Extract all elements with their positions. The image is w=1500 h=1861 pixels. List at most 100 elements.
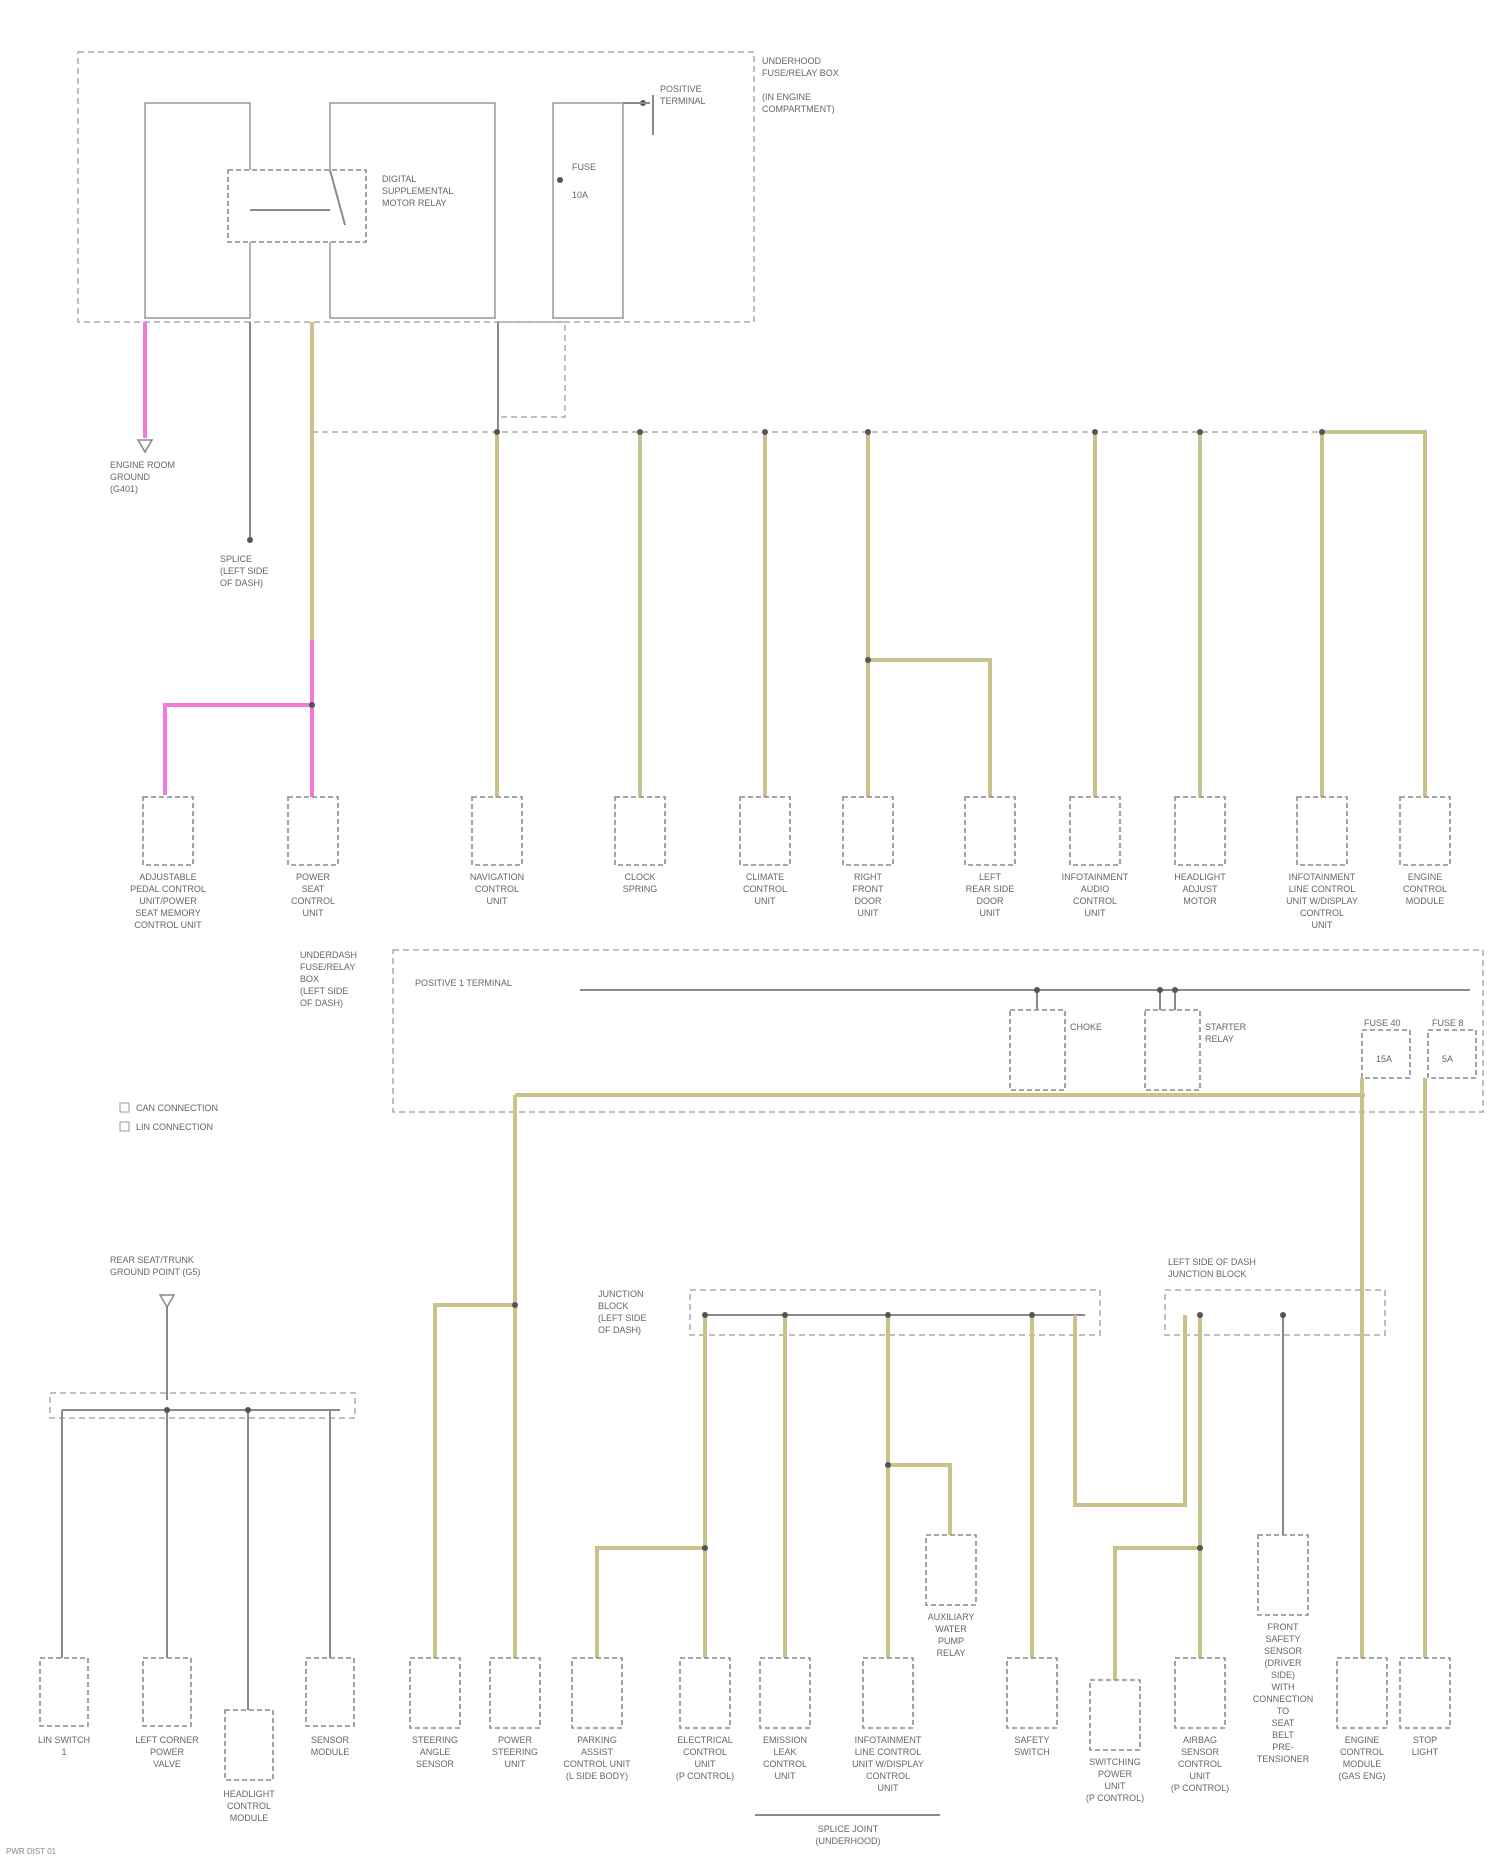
bottom-splice: SPLICE JOINT (UNDERHOOD) <box>755 1815 940 1846</box>
left-corner-valve <box>143 1658 191 1726</box>
headlight-control-module <box>225 1710 273 1780</box>
component-label: FRONT <box>1268 1622 1299 1632</box>
component-label: UNIT <box>775 1771 796 1781</box>
component-label: CONTROL <box>291 896 335 906</box>
component-label: UNIT/POWER <box>139 896 197 906</box>
climate-unit <box>740 797 790 865</box>
component-label: SENSOR <box>1264 1646 1303 1656</box>
component-label: PARKING <box>577 1735 617 1745</box>
emission-leak-unit <box>760 1658 810 1728</box>
component-label: MODULE <box>1406 896 1445 906</box>
component-label: SENSOR <box>1181 1747 1220 1757</box>
component-label: SWITCH <box>1014 1747 1050 1757</box>
engine-control-module-lower <box>1337 1658 1387 1728</box>
mid-module-title-line: (LEFT SIDE <box>300 986 348 996</box>
headlight-motor <box>1175 797 1225 865</box>
component-label: (P CONTROL) <box>1086 1793 1144 1803</box>
mid-module-title-line: BOX <box>300 974 319 984</box>
component-label: LINE CONTROL <box>855 1747 922 1757</box>
component-label: (DRIVER <box>1264 1658 1302 1668</box>
row1-components <box>143 797 1450 865</box>
underdash-fuse-box: UNDERDASH FUSE/RELAY BOX (LEFT SIDE OF D… <box>300 950 1483 1112</box>
electrical-control-unit <box>680 1658 730 1728</box>
component-label: AIRBAG <box>1183 1735 1217 1745</box>
legend: CAN CONNECTION LIN CONNECTION <box>120 1103 218 1132</box>
component-label: STOP <box>1413 1735 1437 1745</box>
mid-module-title-line: OF DASH) <box>300 998 343 1008</box>
right-front-door-unit <box>843 797 893 865</box>
component-label: UNIT <box>505 1759 526 1769</box>
component-label: ANGLE <box>420 1747 451 1757</box>
component-label: CONTROL <box>227 1801 271 1811</box>
lin-switch-1 <box>40 1658 88 1726</box>
lower-junction-a: JUNCTION BLOCK (LEFT SIDE OF DASH) <box>598 1289 1100 1335</box>
starter-relay <box>1145 1010 1200 1090</box>
component-label: INFOTAINMENT <box>1289 872 1356 882</box>
top-module-title-line: COMPARTMENT) <box>762 104 835 114</box>
component-label: UNIT <box>1312 920 1333 930</box>
component-label: UNIT <box>1190 1771 1211 1781</box>
component-label: STEERING <box>492 1747 538 1757</box>
fuse-label: 15A <box>1376 1054 1392 1064</box>
component-label: CONTROL <box>866 1771 910 1781</box>
legend-label: CAN CONNECTION <box>136 1103 218 1113</box>
component-label: MOTOR <box>1183 896 1217 906</box>
power-seat-unit <box>288 797 338 865</box>
component-label: FRONT <box>853 884 884 894</box>
top-fuse-relay-box: UNDERHOOD FUSE/RELAY BOX (IN ENGINE COMP… <box>78 52 839 322</box>
ground-block: REAR SEAT/TRUNK GROUND POINT (G5) LIN SW… <box>38 1255 355 1823</box>
component-label: CONTROL <box>475 884 519 894</box>
component-label: STEERING <box>412 1735 458 1745</box>
left-rear-door-unit <box>965 797 1015 865</box>
starter-relay-label: STARTER <box>1205 1022 1247 1032</box>
ground-label-line: ENGINE ROOM <box>110 460 175 470</box>
component-label: UNIT <box>695 1759 716 1769</box>
component-label: (P CONTROL) <box>1171 1783 1229 1793</box>
component-label: UNIT <box>487 896 508 906</box>
fuse-label: FUSE 8 <box>1432 1018 1464 1028</box>
front-safety-sensor <box>1258 1535 1308 1615</box>
component-label: ADJUST <box>1182 884 1218 894</box>
component-label: CONTROL <box>743 884 787 894</box>
splice-label-line: (LEFT SIDE <box>220 566 268 576</box>
component-label: UNIT <box>1105 1781 1126 1791</box>
component-label: DOOR <box>855 896 883 906</box>
component-label: CONTROL <box>763 1759 807 1769</box>
component-label: SENSOR <box>311 1735 350 1745</box>
component-label: UNIT W/DISPLAY <box>1286 896 1358 906</box>
fuse-label: FUSE 40 <box>1364 1018 1401 1028</box>
junction-label: BLOCK <box>598 1301 629 1311</box>
navigation-unit <box>472 797 522 865</box>
component-label: CONTROL <box>1403 884 1447 894</box>
component-label: SPRING <box>623 884 658 894</box>
junction-label-line: POSITIVE <box>660 84 702 94</box>
adjustable-pedal-unit <box>143 797 193 865</box>
component-label: CONTROL UNIT <box>563 1759 631 1769</box>
airbag-sensor-unit <box>1175 1658 1225 1728</box>
component-label: LIGHT <box>1412 1747 1439 1757</box>
component-label: UNIT <box>1085 908 1106 918</box>
component-label: HEADLIGHT <box>1174 872 1226 882</box>
ground-block-title: GROUND POINT (G5) <box>110 1267 200 1277</box>
component-label: SWITCHING <box>1089 1757 1141 1767</box>
mid-module-title-line: FUSE/RELAY <box>300 962 355 972</box>
fuse-label: 5A <box>1442 1054 1453 1064</box>
component-label: UNIT <box>755 896 776 906</box>
component-label: LEFT <box>979 872 1002 882</box>
component-label: SENSOR <box>416 1759 455 1769</box>
splice-left-dash: SPLICE (LEFT SIDE OF DASH) <box>220 537 268 588</box>
component-label: CONTROL <box>1073 896 1117 906</box>
ground-block-title: REAR SEAT/TRUNK <box>110 1255 194 1265</box>
engine-control-module <box>1400 797 1450 865</box>
junction-label: OF DASH) <box>598 1325 641 1335</box>
sensor-module <box>306 1658 354 1726</box>
component-label: MODULE <box>1343 1759 1382 1769</box>
splice-label-line: OF DASH) <box>220 578 263 588</box>
component-label: ASSIST <box>581 1747 614 1757</box>
relay-label-line: DIGITAL <box>382 174 416 184</box>
component-label: EMISSION <box>763 1735 807 1745</box>
parking-assist-unit <box>572 1658 622 1728</box>
safety-switch <box>1007 1658 1057 1728</box>
component-label: 1 <box>61 1747 66 1757</box>
